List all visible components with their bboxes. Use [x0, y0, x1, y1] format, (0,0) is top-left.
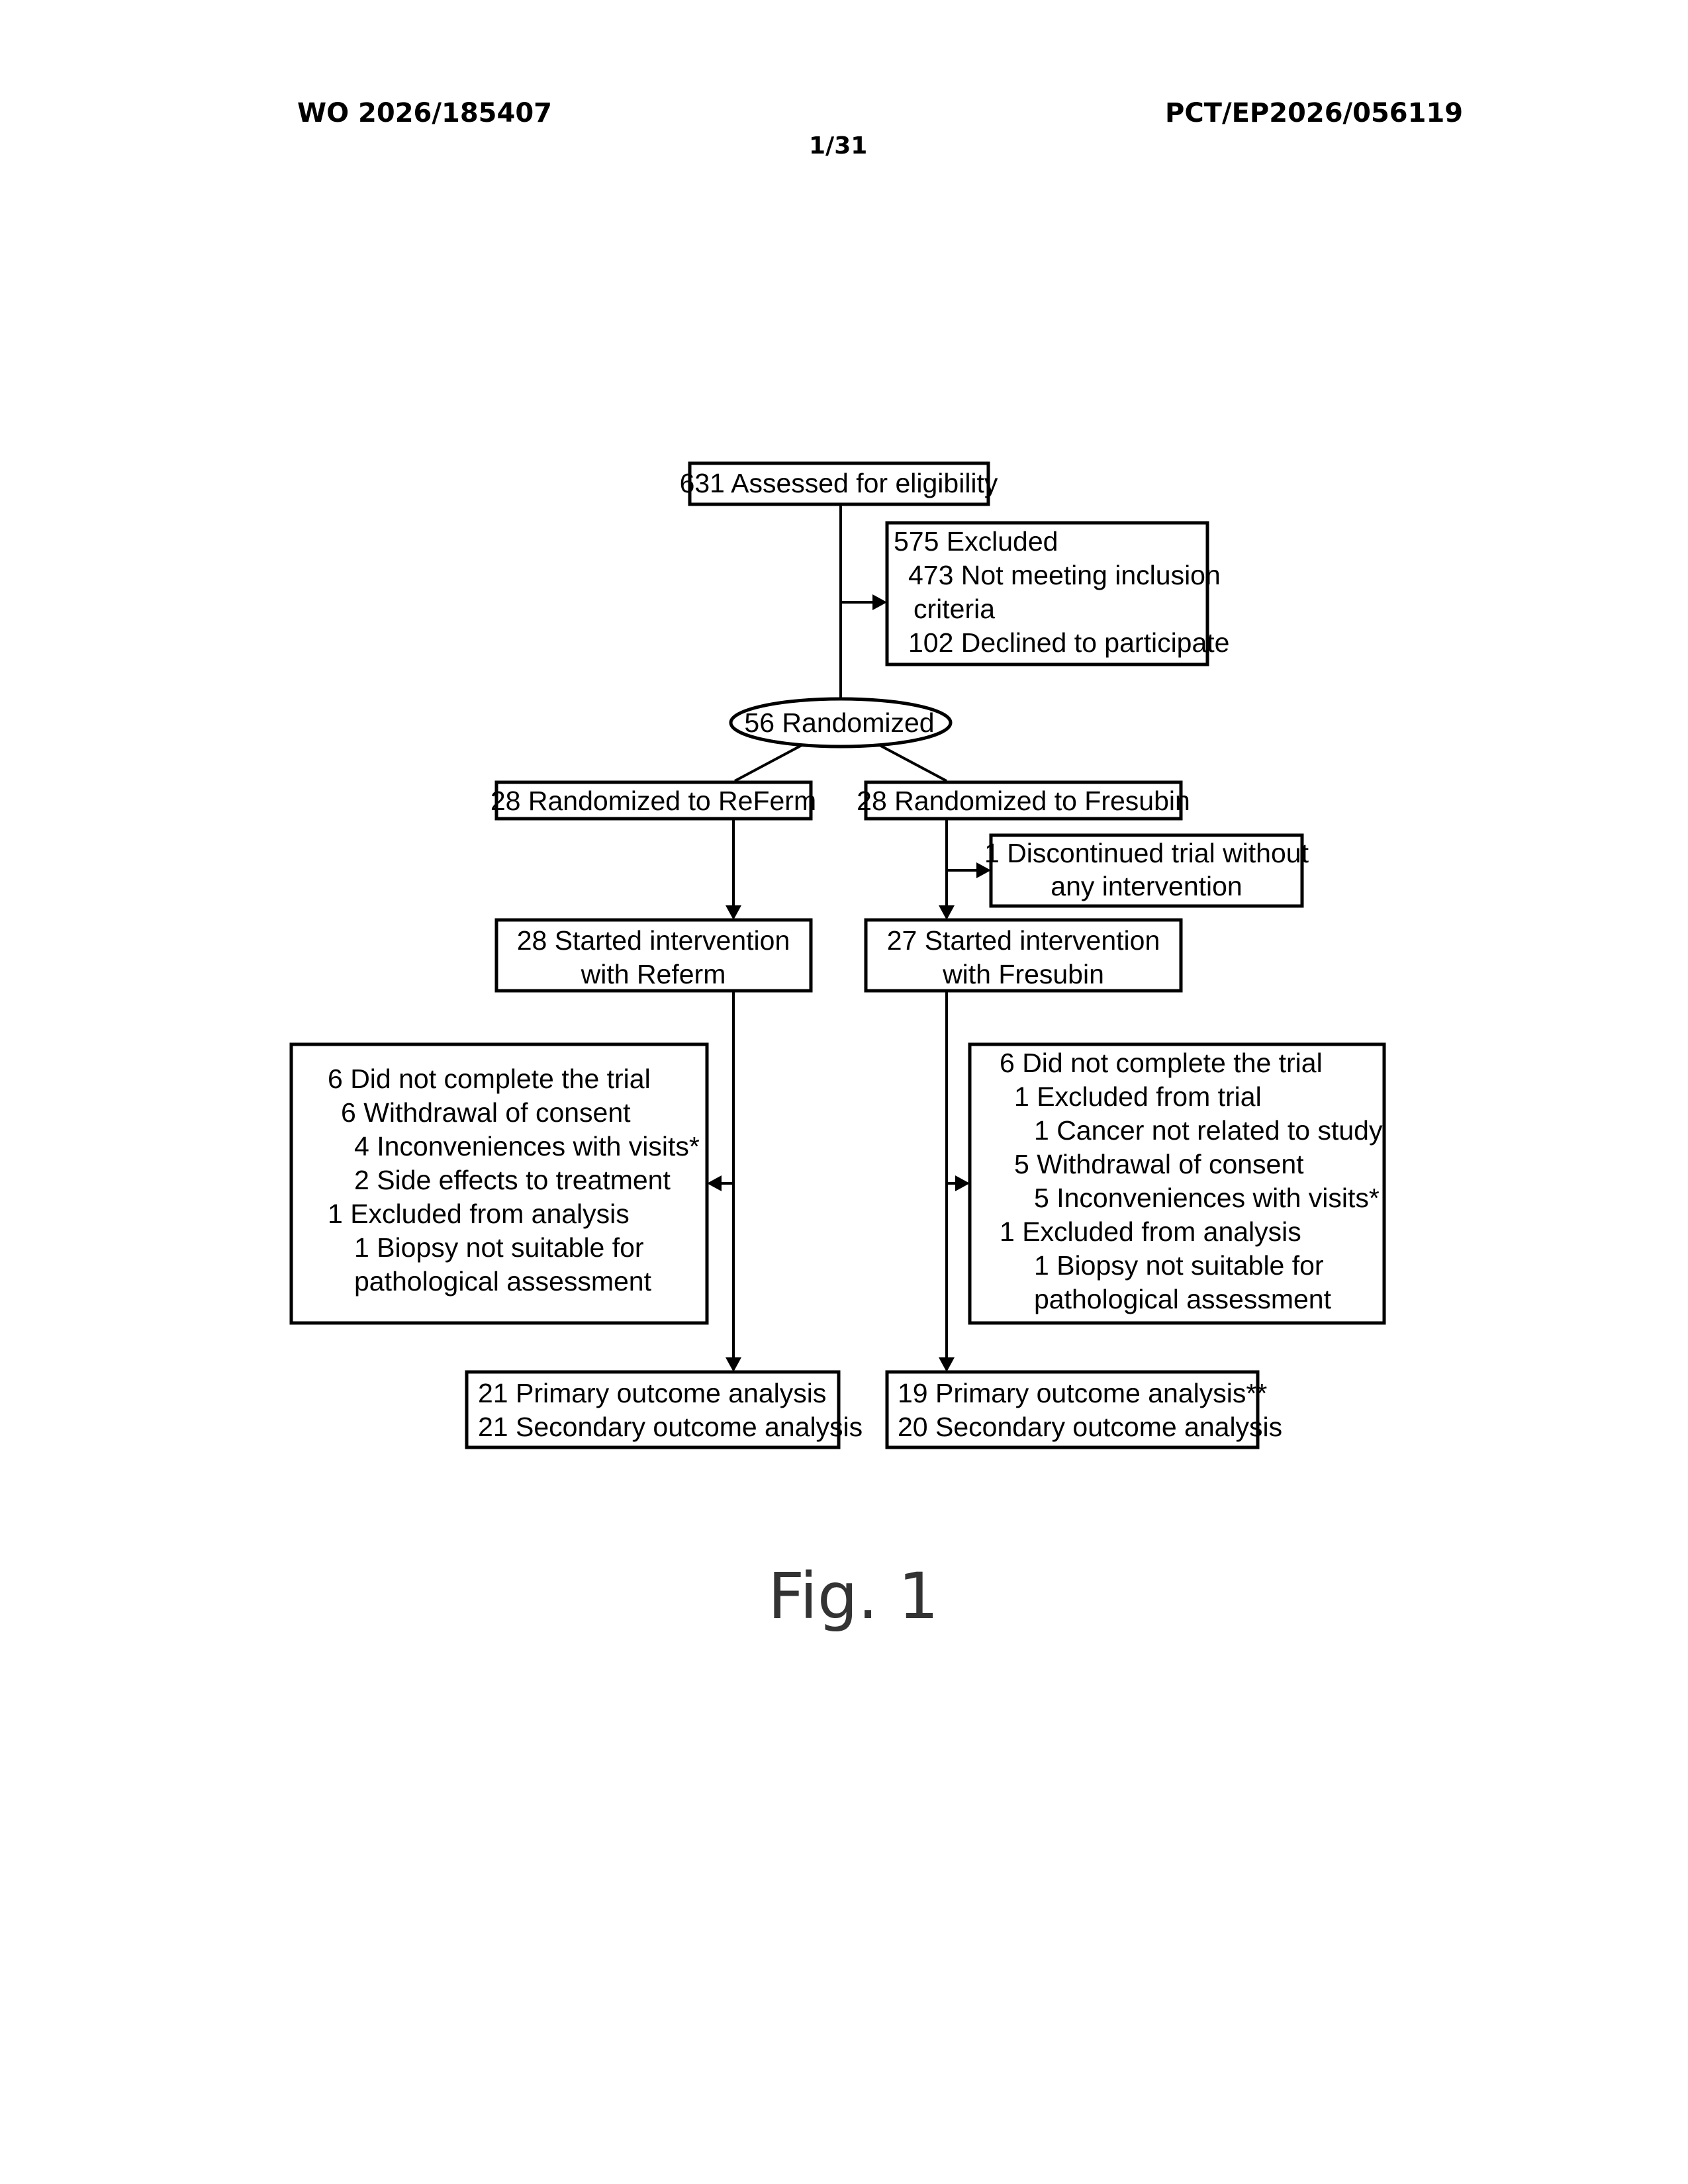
- excluded-line-3: 102 Declined to participate: [908, 627, 1229, 658]
- arrowhead-excluded: [872, 594, 887, 610]
- fresubin-dropout-line-8: pathological assessment: [1034, 1284, 1332, 1314]
- fresubin-dropout-line-2: 1 Excluded from trial: [1014, 1081, 1262, 1112]
- referm-outcome-line-2: 21 Secondary outcome analysis: [478, 1412, 863, 1442]
- excluded-line-2: criteria: [914, 594, 995, 624]
- fresubin-started-line-2: with Fresubin: [942, 959, 1104, 989]
- referm-randomized-label: 28 Randomized to ReFerm: [491, 786, 816, 816]
- fresubin-outcome-line-2: 20 Secondary outcome analysis: [898, 1412, 1282, 1442]
- referm-dropout-line-6: 1 Biopsy not suitable for: [354, 1232, 644, 1263]
- referm-dropout-line-4: 2 Side effects to treatment: [354, 1165, 671, 1195]
- connector-randomized-referm: [735, 744, 804, 781]
- connector-randomized-fresubin: [877, 744, 947, 781]
- randomized-label: 56 Randomized: [744, 707, 934, 738]
- excluded-line-1: 473 Not meeting inclusion: [908, 560, 1221, 590]
- fresubin-dropout-line-3: 1 Cancer not related to study: [1034, 1115, 1383, 1146]
- figure-label: Fig. 1: [768, 1559, 939, 1633]
- fresubin-dropout-line-1: 6 Did not complete the trial: [1000, 1048, 1323, 1078]
- arrowhead-referm-dropout: [707, 1175, 722, 1191]
- fresubin-dropout-line-4: 5 Withdrawal of consent: [1014, 1149, 1304, 1179]
- referm-outcome-line-1: 21 Primary outcome analysis: [478, 1378, 826, 1408]
- arrowhead-fresubin-outcome: [939, 1357, 955, 1372]
- fresubin-started-line-1: 27 Started intervention: [887, 925, 1160, 956]
- referm-dropout-line-2: 6 Withdrawal of consent: [341, 1097, 631, 1128]
- referm-dropout-line-7: pathological assessment: [354, 1266, 652, 1297]
- referm-started-line-1: 28 Started intervention: [517, 925, 790, 956]
- discontinued-line-2: any intervention: [1051, 871, 1242, 901]
- arrowhead-referm-outcome: [726, 1357, 741, 1372]
- arrowhead-fresubin-dropout: [955, 1175, 970, 1191]
- discontinued-line-1: 1 Discontinued trial without: [984, 838, 1309, 868]
- referm-dropout-line-1: 6 Did not complete the trial: [328, 1064, 651, 1094]
- fresubin-dropout-line-6: 1 Excluded from analysis: [1000, 1216, 1301, 1247]
- fresubin-dropout-line-7: 1 Biopsy not suitable for: [1034, 1250, 1324, 1281]
- fresubin-outcome-line-1: 19 Primary outcome analysis**: [898, 1378, 1267, 1408]
- arrowhead-referm-started: [726, 905, 741, 920]
- excluded-title: 575 Excluded: [894, 526, 1058, 557]
- assessed-label: 631 Assessed for eligibility: [680, 468, 998, 498]
- arrowhead-fresubin-started: [939, 905, 955, 920]
- referm-dropout-line-3: 4 Inconveniences with visits*: [354, 1131, 700, 1161]
- fresubin-randomized-label: 28 Randomized to Fresubin: [857, 786, 1190, 816]
- referm-dropout-line-5: 1 Excluded from analysis: [328, 1199, 630, 1229]
- fresubin-dropout-line-5: 5 Inconveniences with visits*: [1034, 1183, 1380, 1213]
- referm-started-line-2: with Referm: [581, 959, 726, 989]
